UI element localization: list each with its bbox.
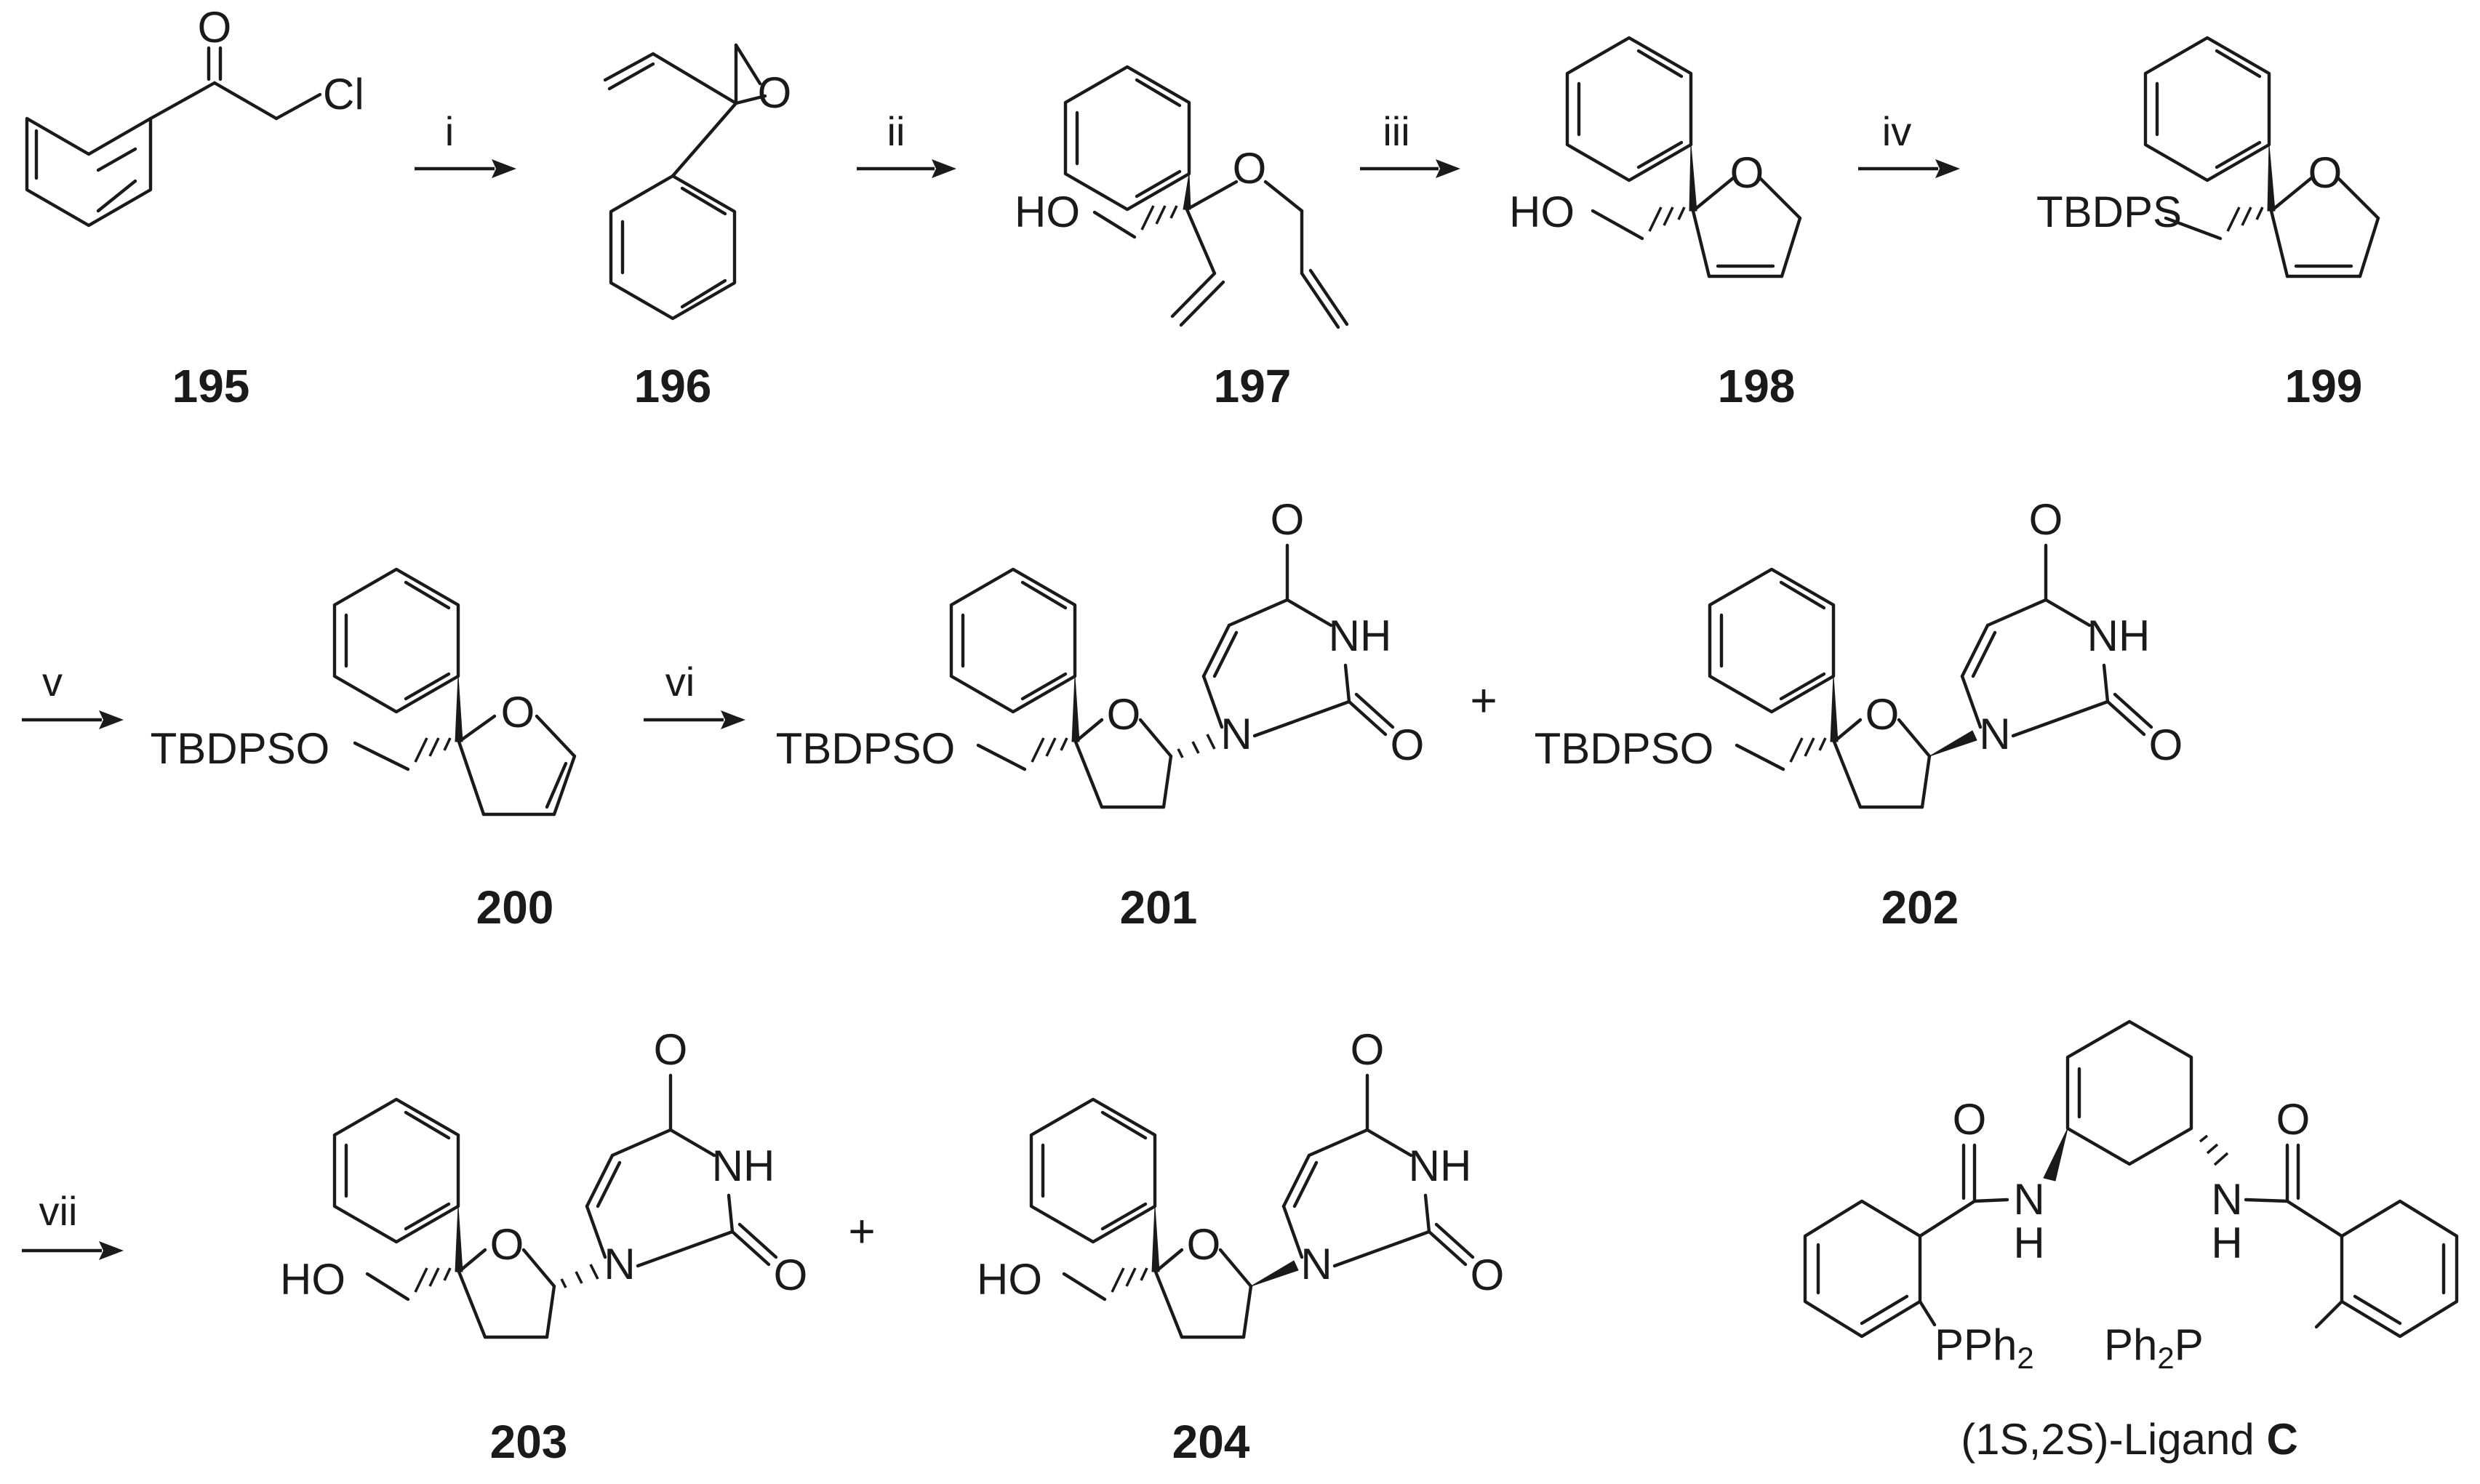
atom-o: O (501, 688, 535, 737)
atom-tbdps: TBDPS (2036, 188, 2182, 236)
arrow-step-iv (1858, 159, 1960, 178)
compound-label-199: 199 (2285, 360, 2363, 412)
structure-195: O Cl (25, 3, 364, 228)
reagent-step-iii: iii (1383, 108, 1409, 154)
atom-o: O (1730, 148, 1764, 197)
atom-o: O (1953, 1095, 1987, 1144)
reagent-step-vi: vi (665, 659, 695, 705)
structure-198: HO O (1509, 36, 1802, 278)
atom-o: O (2149, 721, 2183, 769)
compound-label-204: 204 (1172, 1416, 1250, 1468)
atom-n: N (1979, 710, 2010, 758)
structure-199: TBDPS O (2036, 36, 2380, 278)
atom-tbdpso: TBDPSO (1535, 724, 1714, 773)
arrow-step-ii (857, 159, 956, 178)
atom-nh: NH (1329, 611, 1392, 660)
compound-label-196: 196 (634, 360, 712, 412)
reagent-step-vii: vii (39, 1188, 78, 1234)
atom-o: O (1391, 721, 1425, 769)
atom-o: O (1471, 1251, 1505, 1299)
atom-o: O (654, 1025, 688, 1074)
arrow-step-vii (22, 1241, 124, 1260)
atom-ho: HO (977, 1255, 1042, 1304)
atom-tbdpso: TBDPSO (776, 724, 956, 773)
atom-h: H (2211, 1219, 2242, 1267)
structure-204: HO O N O NH O (977, 1025, 1505, 1339)
reagent-step-i: i (445, 108, 454, 154)
atom-nh: NH (2087, 611, 2151, 660)
atom-o: O (758, 68, 792, 117)
structure-200: TBDPSO O (151, 567, 577, 817)
ligand-caption: (1S,2S)-Ligand C (1961, 1415, 2298, 1464)
atom-o: O (198, 3, 232, 52)
atom-o: O (2308, 148, 2343, 197)
atom-n: N (604, 1240, 635, 1288)
atom-o: O (1233, 144, 1267, 193)
compound-label-197: 197 (1214, 360, 1292, 412)
arrow-step-vi (644, 710, 745, 729)
compound-label-201: 201 (1120, 881, 1198, 934)
atom-o: O (1351, 1025, 1385, 1074)
structure-202: TBDPSO O N O NH O (1535, 495, 2183, 809)
atom-o: O (2029, 495, 2063, 544)
atom-o: O (1187, 1220, 1221, 1269)
structure-203: HO O N O NH O (280, 1025, 808, 1339)
arrow-step-v (22, 710, 124, 729)
compound-label-203: 203 (490, 1416, 568, 1468)
reagent-step-iv: iv (1882, 108, 1911, 154)
compound-label-202: 202 (1881, 881, 1959, 934)
compound-label-195: 195 (172, 360, 250, 412)
atom-n: N (1300, 1240, 1332, 1288)
atom-o: O (490, 1220, 524, 1269)
plus-sign: + (1470, 674, 1497, 726)
atom-ho: HO (1015, 188, 1080, 236)
reagent-step-ii: ii (887, 108, 905, 154)
atom-o: O (1271, 495, 1305, 544)
atom-o: O (774, 1251, 808, 1299)
atom-cl: Cl (323, 70, 364, 119)
atom-n: N (2013, 1175, 2044, 1224)
atom-o: O (1865, 690, 1900, 739)
plus-sign: + (848, 1205, 875, 1257)
arrow-step-iii (1360, 159, 1460, 178)
compound-label-200: 200 (476, 881, 554, 934)
atom-o: O (2276, 1095, 2311, 1144)
compound-label-198: 198 (1718, 360, 1796, 412)
structure-ligand-c: O O N H N H PPh2 Ph2P (1803, 1019, 2459, 1375)
atom-h: H (2013, 1219, 2044, 1267)
structure-197: HO O (1015, 65, 1349, 329)
atom-nh: NH (712, 1142, 775, 1190)
atom-ho: HO (280, 1255, 345, 1304)
atom-tbdpso: TBDPSO (151, 724, 330, 773)
arrow-step-i (415, 159, 516, 178)
atom-o: O (1107, 690, 1141, 739)
structure-196: O (603, 43, 792, 321)
atom-pph2: PPh2 (1935, 1320, 2034, 1375)
structure-201: TBDPSO O N O NH O (776, 495, 1425, 809)
atom-nh: NH (1409, 1142, 1472, 1190)
reagent-step-v: v (42, 659, 63, 705)
atom-n: N (2211, 1175, 2242, 1224)
atom-n: N (1220, 710, 1252, 758)
atom-ho: HO (1509, 188, 1575, 236)
atom-ph2p: Ph2P (2104, 1320, 2204, 1375)
